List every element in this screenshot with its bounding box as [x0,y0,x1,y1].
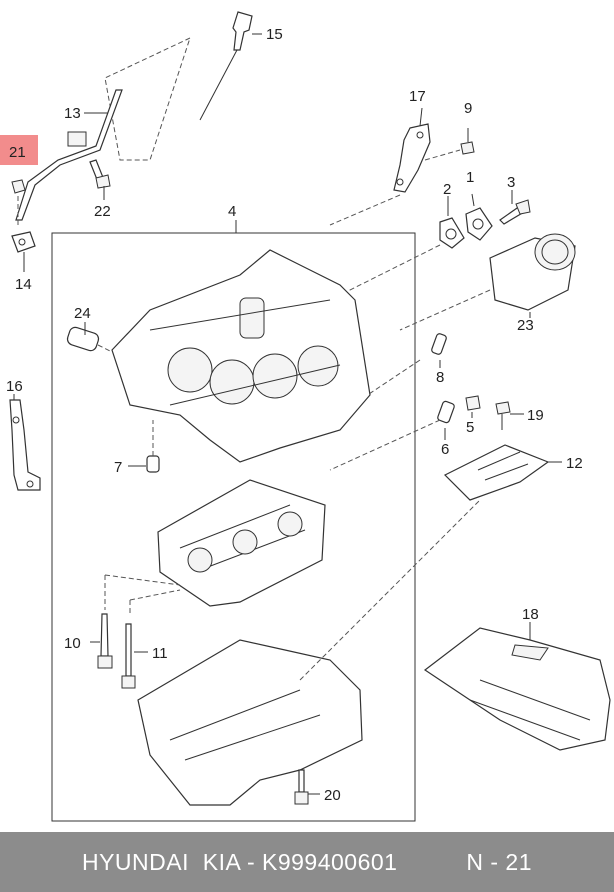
callout-12: 12 [566,455,583,472]
gasket-14-part [11,196,36,253]
callout-5: 5 [466,419,474,436]
callout-21: 21 [9,144,26,161]
highlighted-callout-box [0,135,38,165]
bolt-3-part [499,199,531,225]
callout-6: 6 [441,441,449,458]
oil-level-gauge-part [104,11,262,161]
callout-23: 23 [517,317,534,334]
footer-page-ref: N - 21 [466,848,533,875]
callout-20: 20 [324,787,341,804]
callout-17: 17 [409,88,426,105]
block-assembly-frame [51,232,416,822]
cover-1-part [465,207,493,241]
gasket-2-part [439,217,465,249]
bracket-16-part [9,399,41,491]
oil-level-gauge-tube-part [15,89,123,221]
callout-7: 7 [114,459,122,476]
footer-bar: HYUNDAI KIA - K999400601 N - 21 [0,832,614,892]
footer-spacer [397,849,466,876]
dowel-24-part [66,326,100,352]
callout-9: 9 [464,100,472,117]
callout-3: 3 [507,174,515,191]
callout-13: 13 [64,105,81,122]
oil-pan-part [137,639,363,806]
engine-block-exploded-diagram: 15 13 21 22 14 17 9 2 1 3 4 23 24 8 16 5… [6,11,611,822]
callout-22: 22 [94,203,111,220]
bolt-10-part [97,613,113,669]
bracket-17-part [393,123,431,193]
callout-18: 18 [522,606,539,623]
callout-19: 19 [527,407,544,424]
cylinder-liner-23-part [489,233,576,311]
dowel-7-part [146,455,160,473]
callout-24: 24 [74,305,91,322]
bolt-11-part [121,623,136,689]
nut-5-part [465,395,481,411]
cylinder-block-4-part [111,249,371,463]
callout-8: 8 [436,369,444,386]
oil-pan-detail-18-part [423,627,611,751]
callout-2: 2 [443,181,451,198]
bolt-20-part [294,769,309,805]
callout-14: 14 [15,276,32,293]
callout-4: 4 [228,203,236,220]
dowel-6-part [437,400,455,424]
nut-21-part [11,179,26,194]
bolt-19-part [495,401,511,430]
bolt-22-part [89,159,111,189]
callout-10: 10 [64,635,81,652]
callout-16: 16 [6,378,23,395]
footer-brand-part-number: HYUNDAI KIA - K999400601 [81,848,398,875]
dowel-8-part [431,333,447,355]
baffle-plate-12-part [443,444,550,501]
bolt-9-part [460,128,475,155]
callout-15: 15 [266,26,283,43]
lower-crankcase-part [157,479,326,607]
callout-1: 1 [466,169,474,186]
callout-11: 11 [152,645,168,662]
